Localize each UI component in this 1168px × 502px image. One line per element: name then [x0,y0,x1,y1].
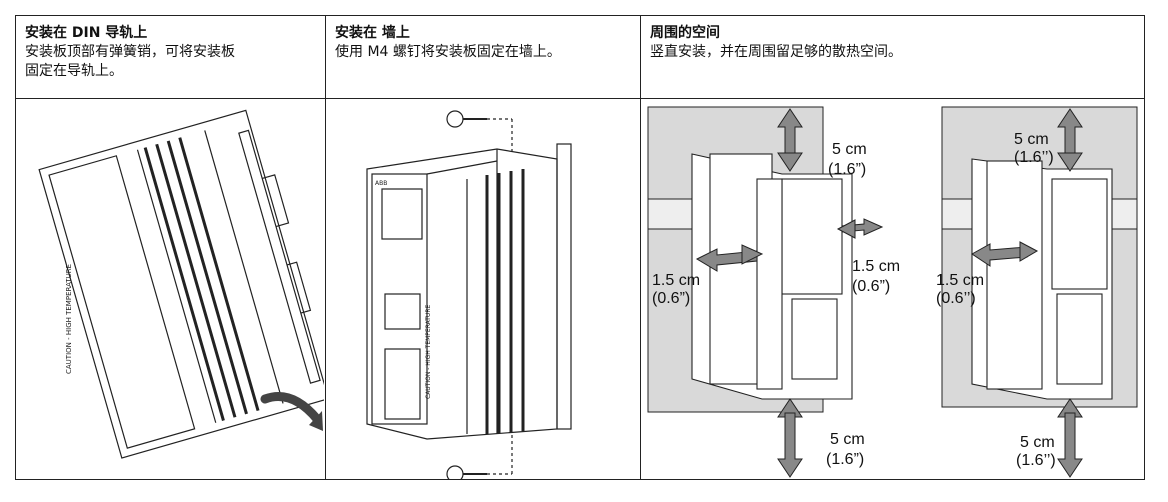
side-clearance-arrow-right-icon [971,241,1039,267]
caution-label: CAUTION - HIGH TEMPERATURE [425,305,432,399]
side-clearance-arrow-icon [695,218,884,272]
bottom-clearance-in-right: (1.6’’) [1016,452,1056,469]
arrow-head-icon [309,411,323,431]
left-side-clearance-in: (0.6”) [652,290,690,307]
side-clearance-cm: 1.5 cm [852,258,900,275]
side-clearance-in: (0.6”) [852,278,890,295]
top-screw-icon [446,110,512,128]
bottom-clearance-arrow-right-icon [1057,398,1083,478]
top-clearance-cm: 5 cm [832,141,867,158]
left-side-clearance-cm: 1.5 cm [652,272,700,289]
left-side-clearance-in-right: (0.6’’) [936,290,976,307]
header-divider [16,98,1144,99]
clearance-illustration: 5 cm (1.6”) 1.5 cm (0.6”) 1.5 cm (0.6”) … [642,99,1142,479]
din-rail-desc-line-1: 安装板顶部有弹簧销，可将安装板 [25,44,235,60]
din-rail-desc-line-2: 固定在导轨上。 [25,63,123,79]
wall-mount-header: 安装在 墙上 使用 M4 螺钉将安装板固定在墙上。 [335,24,635,62]
rotate-arrow-icon [260,392,322,424]
din-rail-title: 安装在 DIN 导轨上 [25,25,148,41]
left-side-clearance-cm-right: 1.5 cm [936,272,984,289]
bottom-screw-icon [446,465,512,479]
top-clearance-arrow-right-icon [1057,108,1083,172]
wall-mount-illustration: CAUTION - HIGH TEMPERATURE ABB [327,99,639,479]
din-rail-illustration: CAUTION - HIGH TEMPERATURE [17,99,324,479]
top-clearance-in-right: (1.6’’) [1014,149,1054,166]
column-divider [640,16,641,479]
bottom-clearance-arrow-icon [777,398,803,478]
top-clearance-arrow-icon [777,108,803,172]
mounting-table: 安装在 DIN 导轨上 安装板顶部有弹簧销，可将安装板 固定在导轨上。 安装在 … [15,15,1145,480]
wall-mount-desc-line-1: 使用 M4 螺钉将安装板固定在墙上。 [335,44,561,60]
clearance-desc-line-1: 竖直安装，并在周围留足够的散热空间。 [650,44,902,60]
brand-logo: ABB [375,180,387,187]
column-divider [325,16,326,479]
bottom-clearance-cm: 5 cm [830,431,865,448]
caution-label: CAUTION - HIGH TEMPERATURE [65,264,73,374]
bottom-clearance-in: (1.6”) [826,451,864,468]
clearance-title: 周围的空间 [650,25,720,41]
top-clearance-in: (1.6”) [828,161,866,178]
top-clearance-cm-right: 5 cm [1014,131,1049,148]
din-rail-header: 安装在 DIN 导轨上 安装板顶部有弹簧销，可将安装板 固定在导轨上。 [25,24,320,81]
wall-mount-title: 安装在 墙上 [335,25,410,41]
bottom-clearance-cm-right: 5 cm [1020,434,1055,451]
clearance-header: 周围的空间 竖直安装，并在周围留足够的散热空间。 [650,24,1140,62]
